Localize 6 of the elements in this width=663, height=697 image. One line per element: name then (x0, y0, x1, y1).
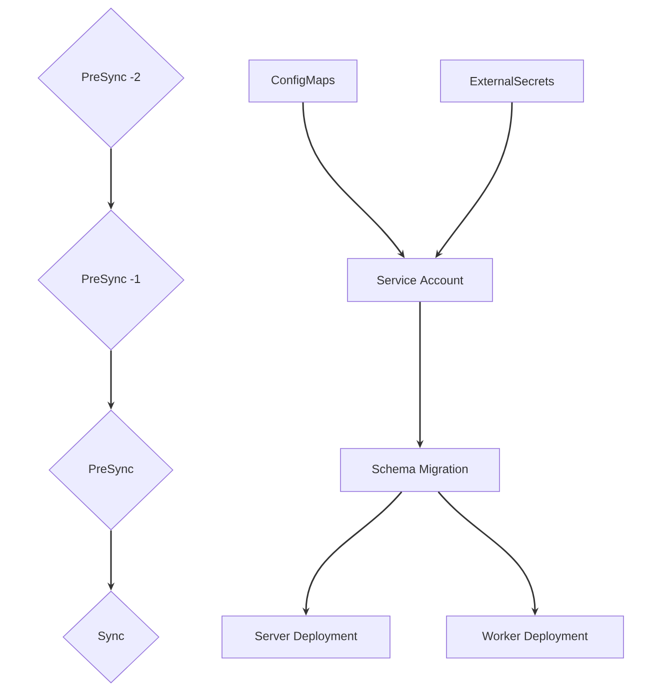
process-box: Worker Deployment (446, 616, 624, 658)
process-box: Schema Migration (340, 448, 500, 492)
process-box: ExternalSecrets (440, 60, 584, 102)
process-box: Server Deployment (222, 616, 390, 658)
process-box: ConfigMaps (248, 60, 358, 102)
process-box: Service Account (347, 258, 493, 302)
